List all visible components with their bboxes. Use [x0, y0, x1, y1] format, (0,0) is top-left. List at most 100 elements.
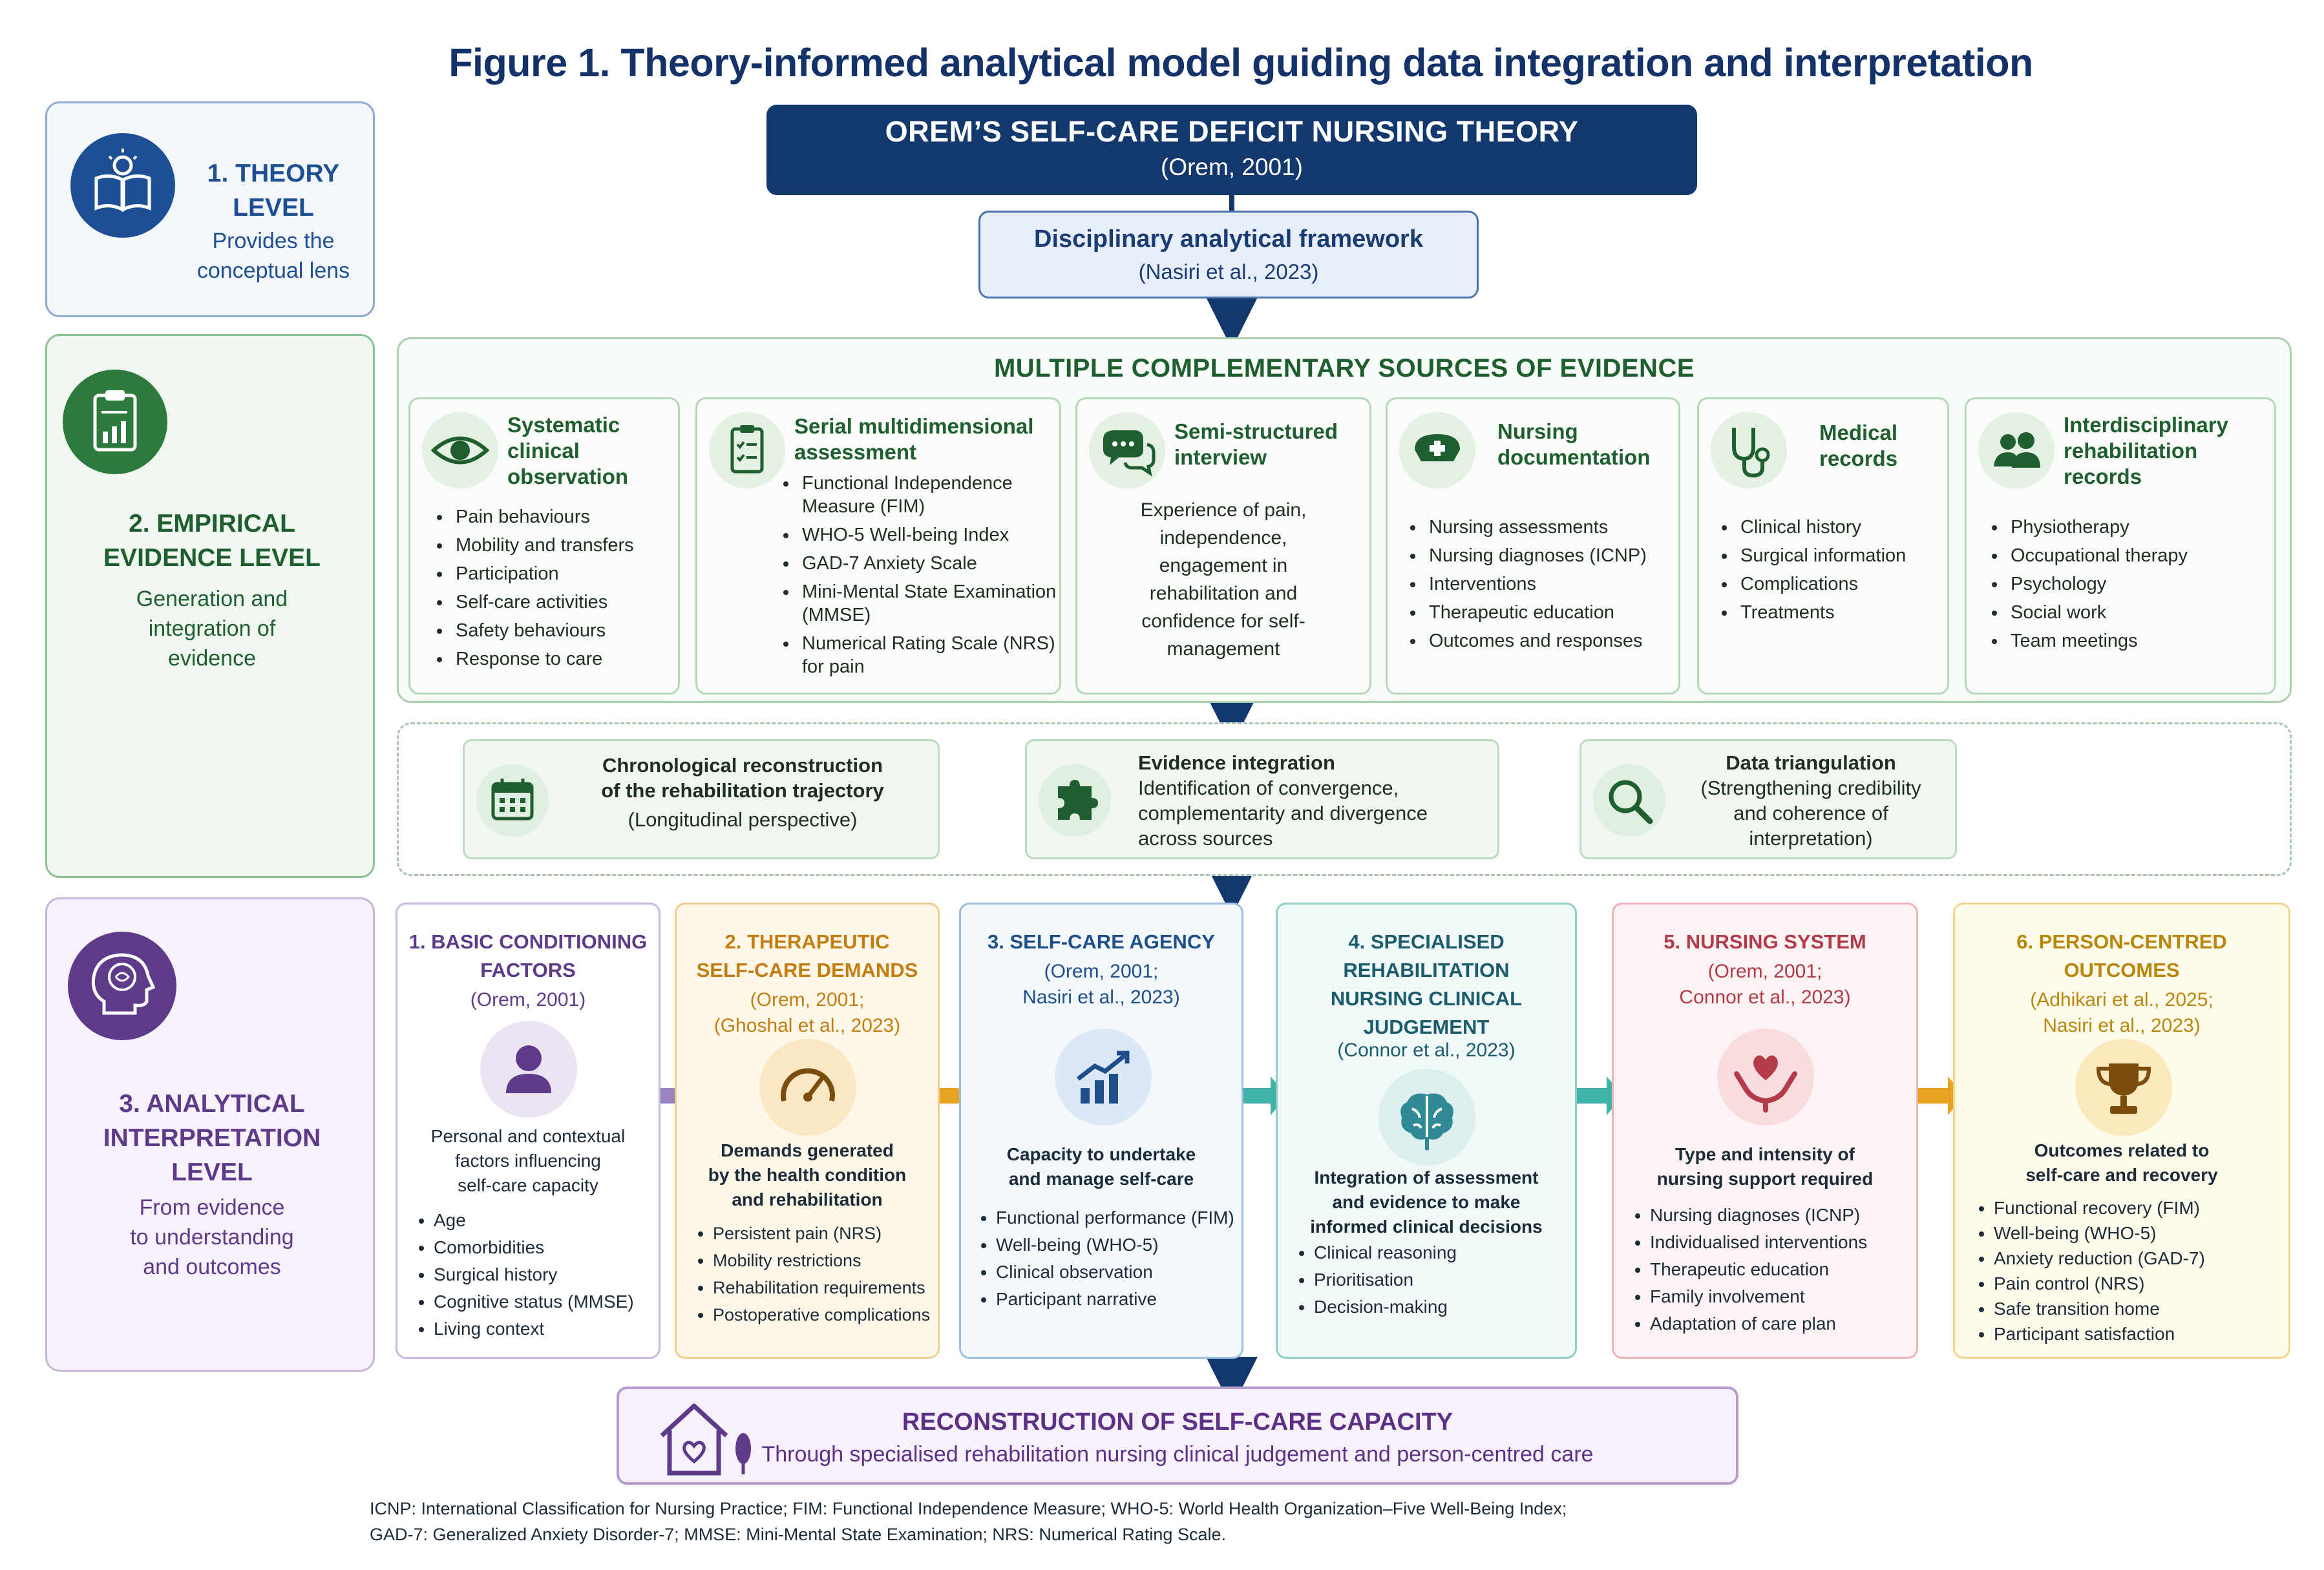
framework-box: Disciplinary analytical framework (Nasir…	[978, 211, 1479, 298]
evidence-card-nursing-docs: Nursing documentation Nursing assessment…	[1386, 397, 1680, 695]
list-item: Complications	[1737, 570, 1906, 598]
analysis-desc-3: and rehabilitation	[732, 1189, 883, 1209]
analysis-title-2: FACTORS	[480, 959, 576, 981]
analysis-ref: (Orem, 2001;	[1044, 961, 1159, 982]
list-item: Clinical reasoning	[1314, 1239, 1457, 1266]
analysis-title-2: SELF-CARE DEMANDS	[696, 959, 918, 981]
list-item: Family involvement	[1650, 1283, 1867, 1310]
analysis-ref-2: Nasiri et al., 2023)	[2043, 1015, 2201, 1036]
footnote: ICNP: International Classification for N…	[370, 1496, 2115, 1547]
reconstruction-box: RECONSTRUCTION OF SELF-CARE CAPACITY Thr…	[617, 1387, 1738, 1485]
puzzle-icon	[1039, 764, 1111, 837]
analysis-desc: Demands generated	[721, 1140, 894, 1160]
list-item: Decision-making	[1314, 1293, 1457, 1321]
list-item: Mini-Mental State Examination (MMSE)	[798, 580, 1063, 627]
process-note-2: complementarity and divergence	[1138, 802, 1428, 824]
evidence-card-title-2: documentation	[1497, 445, 1651, 469]
analytical-level-sub: From evidence	[139, 1195, 285, 1220]
person-icon	[480, 1021, 577, 1118]
analysis-desc: Capacity to undertake	[1006, 1144, 1196, 1164]
analysis-list: Age Comorbidities Surgical history Cogni…	[417, 1207, 634, 1343]
analysis-list: Persistent pain (NRS) Mobility restricti…	[696, 1220, 930, 1328]
list-item: Therapeutic education	[1425, 598, 1647, 627]
process-step-integration: Evidence integration Identification of c…	[1025, 739, 1499, 859]
list-item: Occupational therapy	[2007, 541, 2188, 570]
evidence-list: Nursing assessments Nursing diagnoses (I…	[1408, 513, 1647, 655]
analysis-desc-2: factors influencing	[455, 1151, 601, 1171]
list-item: Pain control (NRS)	[1994, 1271, 2205, 1296]
analysis-title: 5. NURSING SYSTEM	[1664, 930, 1866, 953]
footnote-line-2: GAD-7: Generalized Anxiety Disorder-7; M…	[370, 1525, 1226, 1544]
evidence-card-title: Serial multidimensional	[794, 414, 1034, 438]
analytical-level-sub-3: and outcomes	[143, 1255, 281, 1279]
empirical-level-panel: 2. EMPIRICAL EVIDENCE LEVEL Generation a…	[45, 334, 375, 878]
evidence-card-assessment: Serial multidimensional assessment Funct…	[695, 397, 1061, 695]
list-item: Psychology	[2007, 570, 2188, 598]
list-item: Participant satisfaction	[1994, 1321, 2205, 1346]
process-step-chronology: Chronological reconstruction of the reha…	[463, 739, 940, 859]
list-item: Anxiety reduction (GAD-7)	[1994, 1246, 2205, 1271]
evidence-card-interdisciplinary: Interdisciplinary rehabilitation records…	[1965, 397, 2276, 695]
list-item: Functional Independence Measure (FIM)	[798, 472, 1063, 518]
process-title: Data triangulation	[1726, 751, 1896, 774]
list-item: Treatments	[1737, 598, 1906, 627]
evidence-card-observation: Systematic clinical observation Pain beh…	[408, 397, 680, 695]
theory-level-panel: 1. THEORY LEVEL Provides the conceptual …	[45, 101, 375, 317]
list-item: Prioritisation	[1314, 1266, 1457, 1293]
analysis-title: 4. SPECIALISED	[1348, 930, 1505, 953]
interview-description: Experience of pain, independence, engage…	[1140, 499, 1307, 660]
analysis-title-3: NURSING CLINICAL	[1330, 987, 1523, 1010]
analysis-desc-2: nursing support required	[1656, 1169, 1874, 1189]
analysis-ref: (Orem, 2001;	[750, 989, 865, 1010]
list-item: Nursing diagnoses (ICNP)	[1650, 1202, 1867, 1229]
list-item: Clinical observation	[996, 1259, 1234, 1286]
team-icon	[1978, 412, 2055, 488]
analysis-ref-2: Nasiri et al., 2023)	[1022, 987, 1180, 1008]
evidence-list: Pain behaviours Mobility and transfers P…	[435, 503, 634, 673]
list-item: Numerical Rating Scale (NRS) for pain	[798, 632, 1063, 678]
analysis-list: Functional recovery (FIM) Well-being (WH…	[1977, 1195, 2205, 1346]
evidence-card-title-2: assessment	[794, 440, 916, 464]
figure-title: Figure 1. Theory-informed analytical mod…	[449, 41, 2033, 85]
orem-citation: (Orem, 2001)	[1160, 154, 1303, 180]
theory-level-sub: Provides the	[212, 229, 335, 253]
list-item: Mobility and transfers	[452, 531, 634, 560]
evidence-list: Clinical history Surgical information Co…	[1720, 513, 1906, 627]
analysis-card-therapeutic-demands: 2. THERAPEUTIC SELF-CARE DEMANDS (Orem, …	[675, 903, 940, 1359]
list-item: Cognitive status (MMSE)	[434, 1288, 634, 1315]
process-note: (Longitudinal perspective)	[628, 808, 858, 831]
analysis-list: Nursing diagnoses (ICNP) Individualised …	[1633, 1202, 1867, 1337]
analysis-card-nursing-system: 5. NURSING SYSTEM (Orem, 2001; Connor et…	[1612, 903, 1918, 1359]
empirical-level-sub-2: integration of	[148, 616, 276, 641]
evidence-list: Functional Independence Measure (FIM) WH…	[781, 472, 1063, 678]
stethoscope-icon	[1711, 412, 1787, 488]
evidence-card-title-2: interview	[1174, 445, 1267, 469]
list-item: Self-care activities	[452, 588, 634, 616]
evidence-card-title-2: rehabilitation	[2064, 439, 2198, 463]
eye-icon	[422, 412, 498, 488]
heart-hands-icon	[1717, 1029, 1814, 1125]
analysis-ref: (Orem, 2001)	[470, 989, 586, 1010]
analytical-level-panel: 3. ANALYTICAL INTERPRETATION LEVEL From …	[45, 897, 375, 1372]
analytical-level-sub-2: to understanding	[130, 1225, 294, 1250]
process-note-2: and coherence of	[1733, 802, 1888, 824]
gauge-icon	[759, 1039, 856, 1136]
magnifier-icon	[1593, 764, 1665, 837]
list-item: Mobility restrictions	[713, 1247, 930, 1274]
list-item: Physiotherapy	[2007, 513, 2188, 541]
list-item: Functional performance (FIM)	[996, 1204, 1234, 1231]
analytical-level-title: 3. ANALYTICAL	[119, 1090, 305, 1118]
list-item: Adaptation of care plan	[1650, 1310, 1867, 1337]
list-item: Participant narrative	[996, 1286, 1234, 1313]
growth-chart-icon	[1055, 1029, 1152, 1125]
list-item: Surgical history	[434, 1261, 634, 1288]
list-item: Persistent pain (NRS)	[713, 1220, 930, 1247]
analysis-desc-2: and manage self-care	[1008, 1169, 1194, 1189]
analysis-ref-2: (Ghoshal et al., 2023)	[713, 1015, 901, 1036]
orem-title: OREM’S SELF-CARE DEFICIT NURSING THEORY	[885, 115, 1579, 148]
analysis-title-4: JUDGEMENT	[1363, 1016, 1490, 1038]
list-item: Social work	[2007, 598, 2188, 627]
list-item: Well-being (WHO-5)	[996, 1231, 1234, 1259]
analytical-level-title-3: LEVEL	[171, 1158, 253, 1186]
analysis-card-person-centred-outcomes: 6. PERSON-CENTRED OUTCOMES (Adhikari et …	[1953, 903, 2290, 1359]
